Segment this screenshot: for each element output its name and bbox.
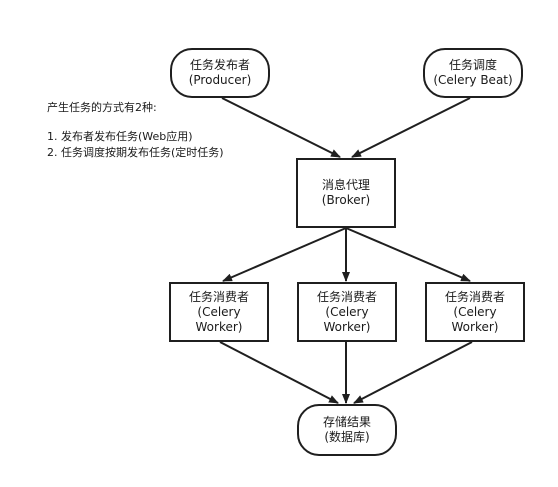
- task-source-note: 产生任务的方式有2种: 1. 发布者发布任务(Web应用) 2. 任务调度按期发…: [47, 100, 224, 161]
- producer-node-subtitle: (Producer): [188, 73, 252, 87]
- storage-node-title: 存储结果: [322, 415, 371, 429]
- worker-node-2: 任务消费者 (Celery Worker): [297, 282, 397, 342]
- note-heading: 产生任务的方式有2种:: [47, 101, 157, 114]
- storage-node-subtitle: (数据库): [324, 430, 370, 444]
- arrow-beat-to-broker: [351, 97, 471, 158]
- arrow-broker-to-worker3: [345, 227, 471, 282]
- celery-beat-node: 任务调度 (Celery Beat): [423, 48, 523, 98]
- producer-node: 任务发布者 (Producer): [170, 48, 270, 98]
- arrow-broker-to-worker1: [222, 227, 347, 282]
- worker-node-2-subtitle-line2: Worker): [323, 319, 371, 334]
- worker-node-1-title: 任务消费者: [188, 289, 249, 304]
- worker-node-1: 任务消费者 (Celery Worker): [169, 282, 269, 342]
- note-item-1: 1. 发布者发布任务(Web应用): [47, 130, 193, 143]
- producer-node-title: 任务发布者: [189, 58, 250, 72]
- worker-node-3-subtitle-line1: (Celery: [453, 304, 497, 319]
- arrow-worker1-to-storage: [219, 341, 339, 404]
- storage-node: 存储结果 (数据库): [297, 404, 397, 456]
- worker-node-3-title: 任务消费者: [444, 289, 505, 304]
- worker-node-1-subtitle-line2: Worker): [195, 319, 243, 334]
- broker-node: 消息代理 (Broker): [296, 158, 396, 228]
- arrow-worker3-to-storage: [353, 341, 473, 404]
- worker-node-1-subtitle-line1: (Celery: [197, 304, 241, 319]
- note-item-2: 2. 任务调度按期发布任务(定时任务): [47, 146, 224, 159]
- worker-node-2-title: 任务消费者: [316, 289, 377, 304]
- worker-node-3-subtitle-line2: Worker): [451, 319, 499, 334]
- note-spacer: [47, 116, 224, 129]
- celery-beat-node-title: 任务调度: [448, 58, 497, 72]
- worker-node-2-subtitle-line1: (Celery: [325, 304, 369, 319]
- broker-node-title: 消息代理: [321, 178, 370, 192]
- arrow-producer-to-broker: [221, 97, 341, 158]
- worker-node-3: 任务消费者 (Celery Worker): [425, 282, 525, 342]
- broker-node-subtitle: (Broker): [321, 193, 371, 207]
- celery-beat-node-subtitle: (Celery Beat): [433, 73, 513, 87]
